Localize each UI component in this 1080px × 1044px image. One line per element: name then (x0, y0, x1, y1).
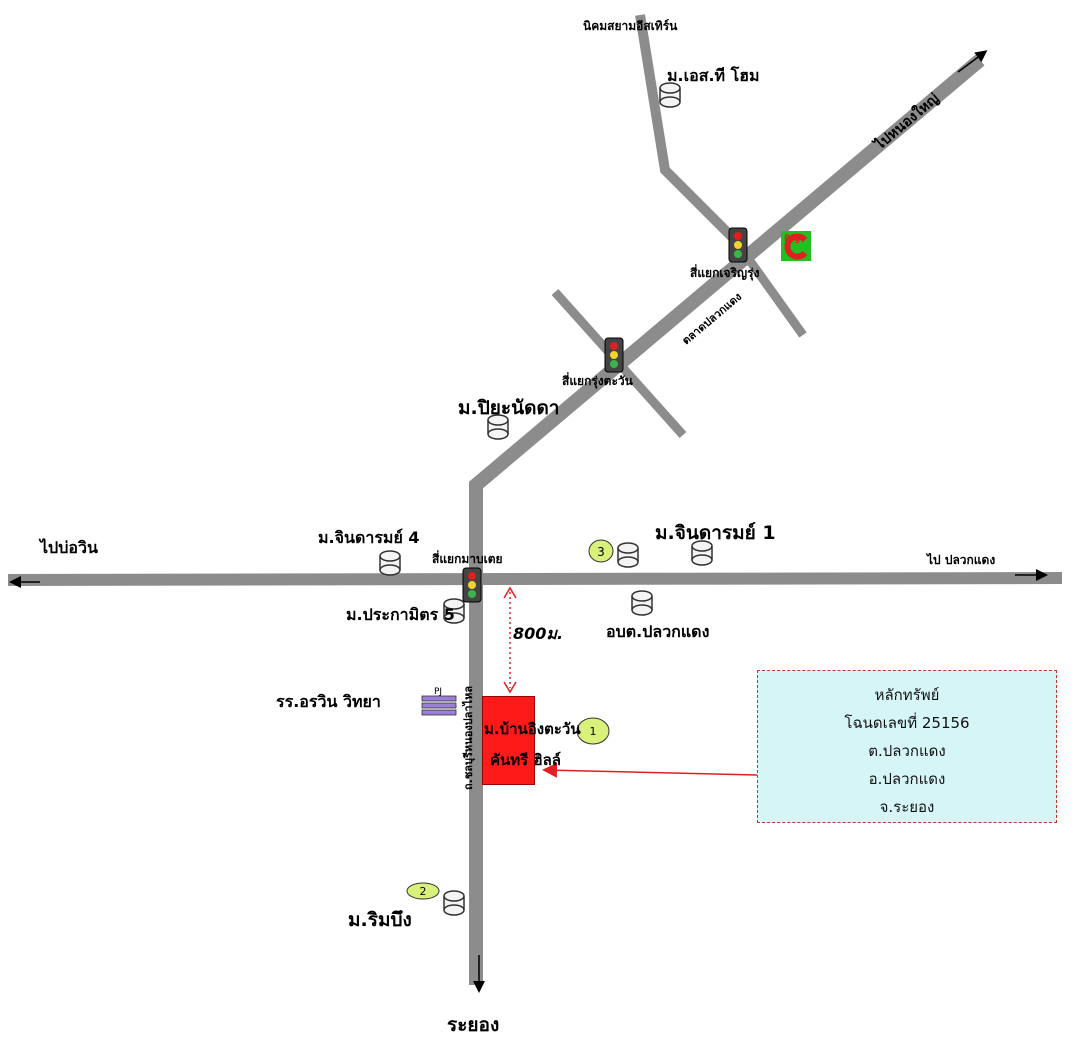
label-piyanatda: ม.ปิยะนัดดา (458, 397, 560, 419)
label-distance: 800ม. (513, 624, 564, 643)
traffic-light-icon (462, 567, 482, 603)
property-site (482, 696, 535, 785)
distance-arrow-bottom (503, 681, 517, 694)
village-icon (631, 590, 653, 616)
info-line5: จ.ระยอง (879, 798, 935, 816)
label-junction-main: สี่แยกมาบเตย (432, 552, 503, 566)
marker-1-label: 1 (590, 725, 597, 738)
distance-arrow-top (503, 586, 517, 599)
info-line4: อ.ปลวกแดง (868, 770, 946, 788)
info-line2: โฉนดเลขที่ 25156 (844, 714, 970, 732)
pointer-arrow (542, 762, 758, 778)
label-jindarom4: ม.จินดารมย์ 4 (318, 528, 420, 547)
label-school: รร.อรวิน วิทยา (276, 692, 381, 711)
traffic-light-icon (728, 227, 748, 263)
deed-info-box: หลักทรัพย์ โฉนดเลขที่ 25156 ต.ปลวกแดง อ.… (757, 670, 1057, 823)
marker-2-label: 2 (420, 885, 427, 898)
road-main-vertical (469, 54, 985, 985)
village-icon (379, 550, 401, 576)
roads (7, 14, 1063, 985)
village-icon (659, 82, 681, 108)
arrow-northeast (957, 50, 988, 73)
marker-3: 3 (588, 539, 614, 563)
marker-3-label: 3 (597, 545, 605, 559)
info-line1: หลักทรัพย์ (874, 686, 940, 704)
site-label-line2: คันทรี ฮิลล์ (490, 751, 561, 769)
school-icon: PJ (421, 687, 457, 716)
big-c-logo: Big (781, 231, 811, 261)
label-prakamit5: ม.ประกามิตร 5 (346, 605, 455, 624)
marker-2: 2 (406, 882, 440, 900)
label-junction-rungtawan: สี่แยกรุ่งตะวัน (562, 374, 633, 388)
road-north-branch (635, 14, 739, 244)
label-side-road: ถ.ชลบุรีหนองปลาไหล (461, 686, 476, 790)
road-horizontal (7, 572, 1063, 586)
label-to-nong-yai: ไปหนองใหญ่ (869, 89, 942, 154)
label-to-pluak-daeng: ไป ปลวกแดง (927, 553, 996, 567)
school-icon-text: PJ (434, 687, 442, 697)
info-line3: ต.ปลวกแดง (868, 742, 946, 760)
label-rayong: ระยอง (447, 1014, 500, 1036)
label-rimbueng: ม.ริมบึง (348, 909, 412, 931)
village-icon (443, 890, 465, 916)
label-junction-kasem: สี่แยกเจริญรุ่ง (690, 266, 760, 280)
label-to-borwin: ไปบ่อวิน (40, 538, 98, 557)
label-st-home: ม.เอส.ที โฮม (667, 66, 760, 85)
big-c-logo-text: Big (784, 234, 800, 244)
village-icon (487, 414, 509, 440)
village-icon (617, 542, 639, 568)
village-icon (691, 540, 713, 566)
site-label-line1: ม.บ้านอิงตะวัน (484, 720, 581, 738)
village-icon (443, 598, 465, 624)
marker-1: 1 (576, 717, 610, 745)
label-obt: อบต.ปลวกแดง (606, 622, 710, 641)
village-icons (379, 82, 713, 916)
traffic-light-icon (604, 337, 624, 373)
label-jindarom1: ม.จินดารมย์ 1 (655, 522, 776, 544)
label-nikhom: นิคมสยามอีสเทิร์น (583, 19, 678, 33)
